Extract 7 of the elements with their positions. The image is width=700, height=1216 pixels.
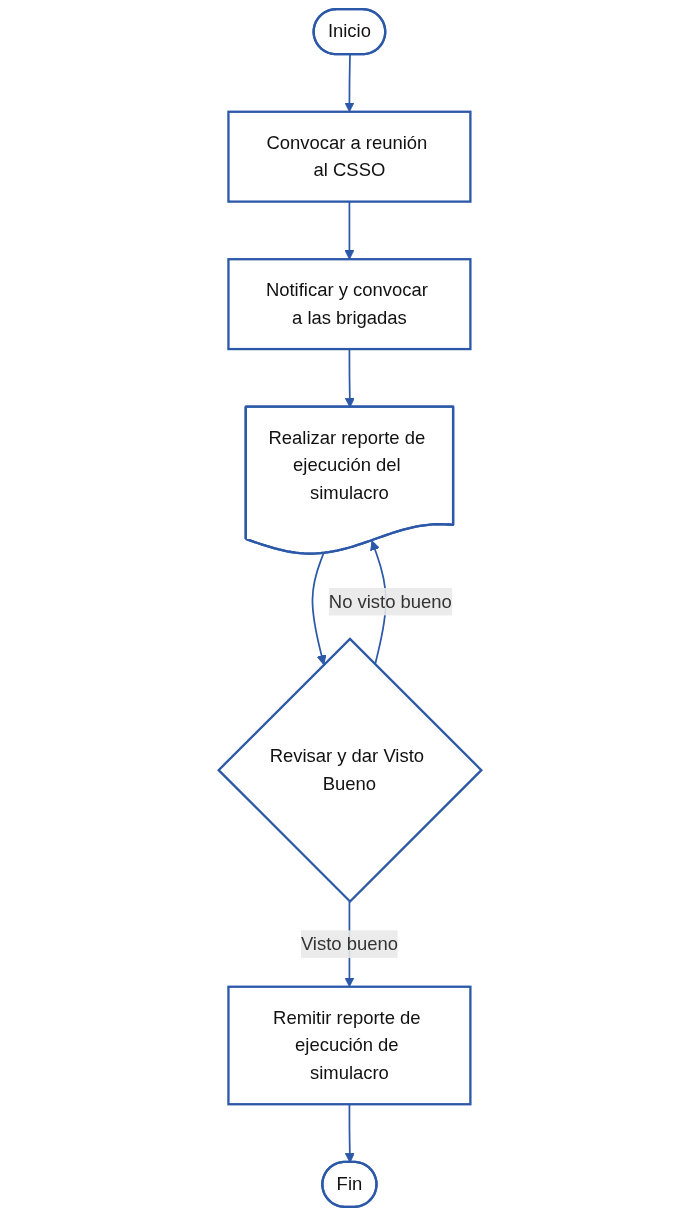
arrow [311,552,327,665]
node-box: Convocar a reunión al CSSO [227,110,472,203]
edge-label: No visto bueno [328,591,452,612]
edge-label: Visto bueno [300,933,398,954]
node-diamond: Revisar y dar Visto Bueno [217,637,483,904]
node-box: Notificar y convocar a las brigadas [227,258,472,351]
node-box: Remitir reporte de ejecución de simulacro [227,985,472,1106]
